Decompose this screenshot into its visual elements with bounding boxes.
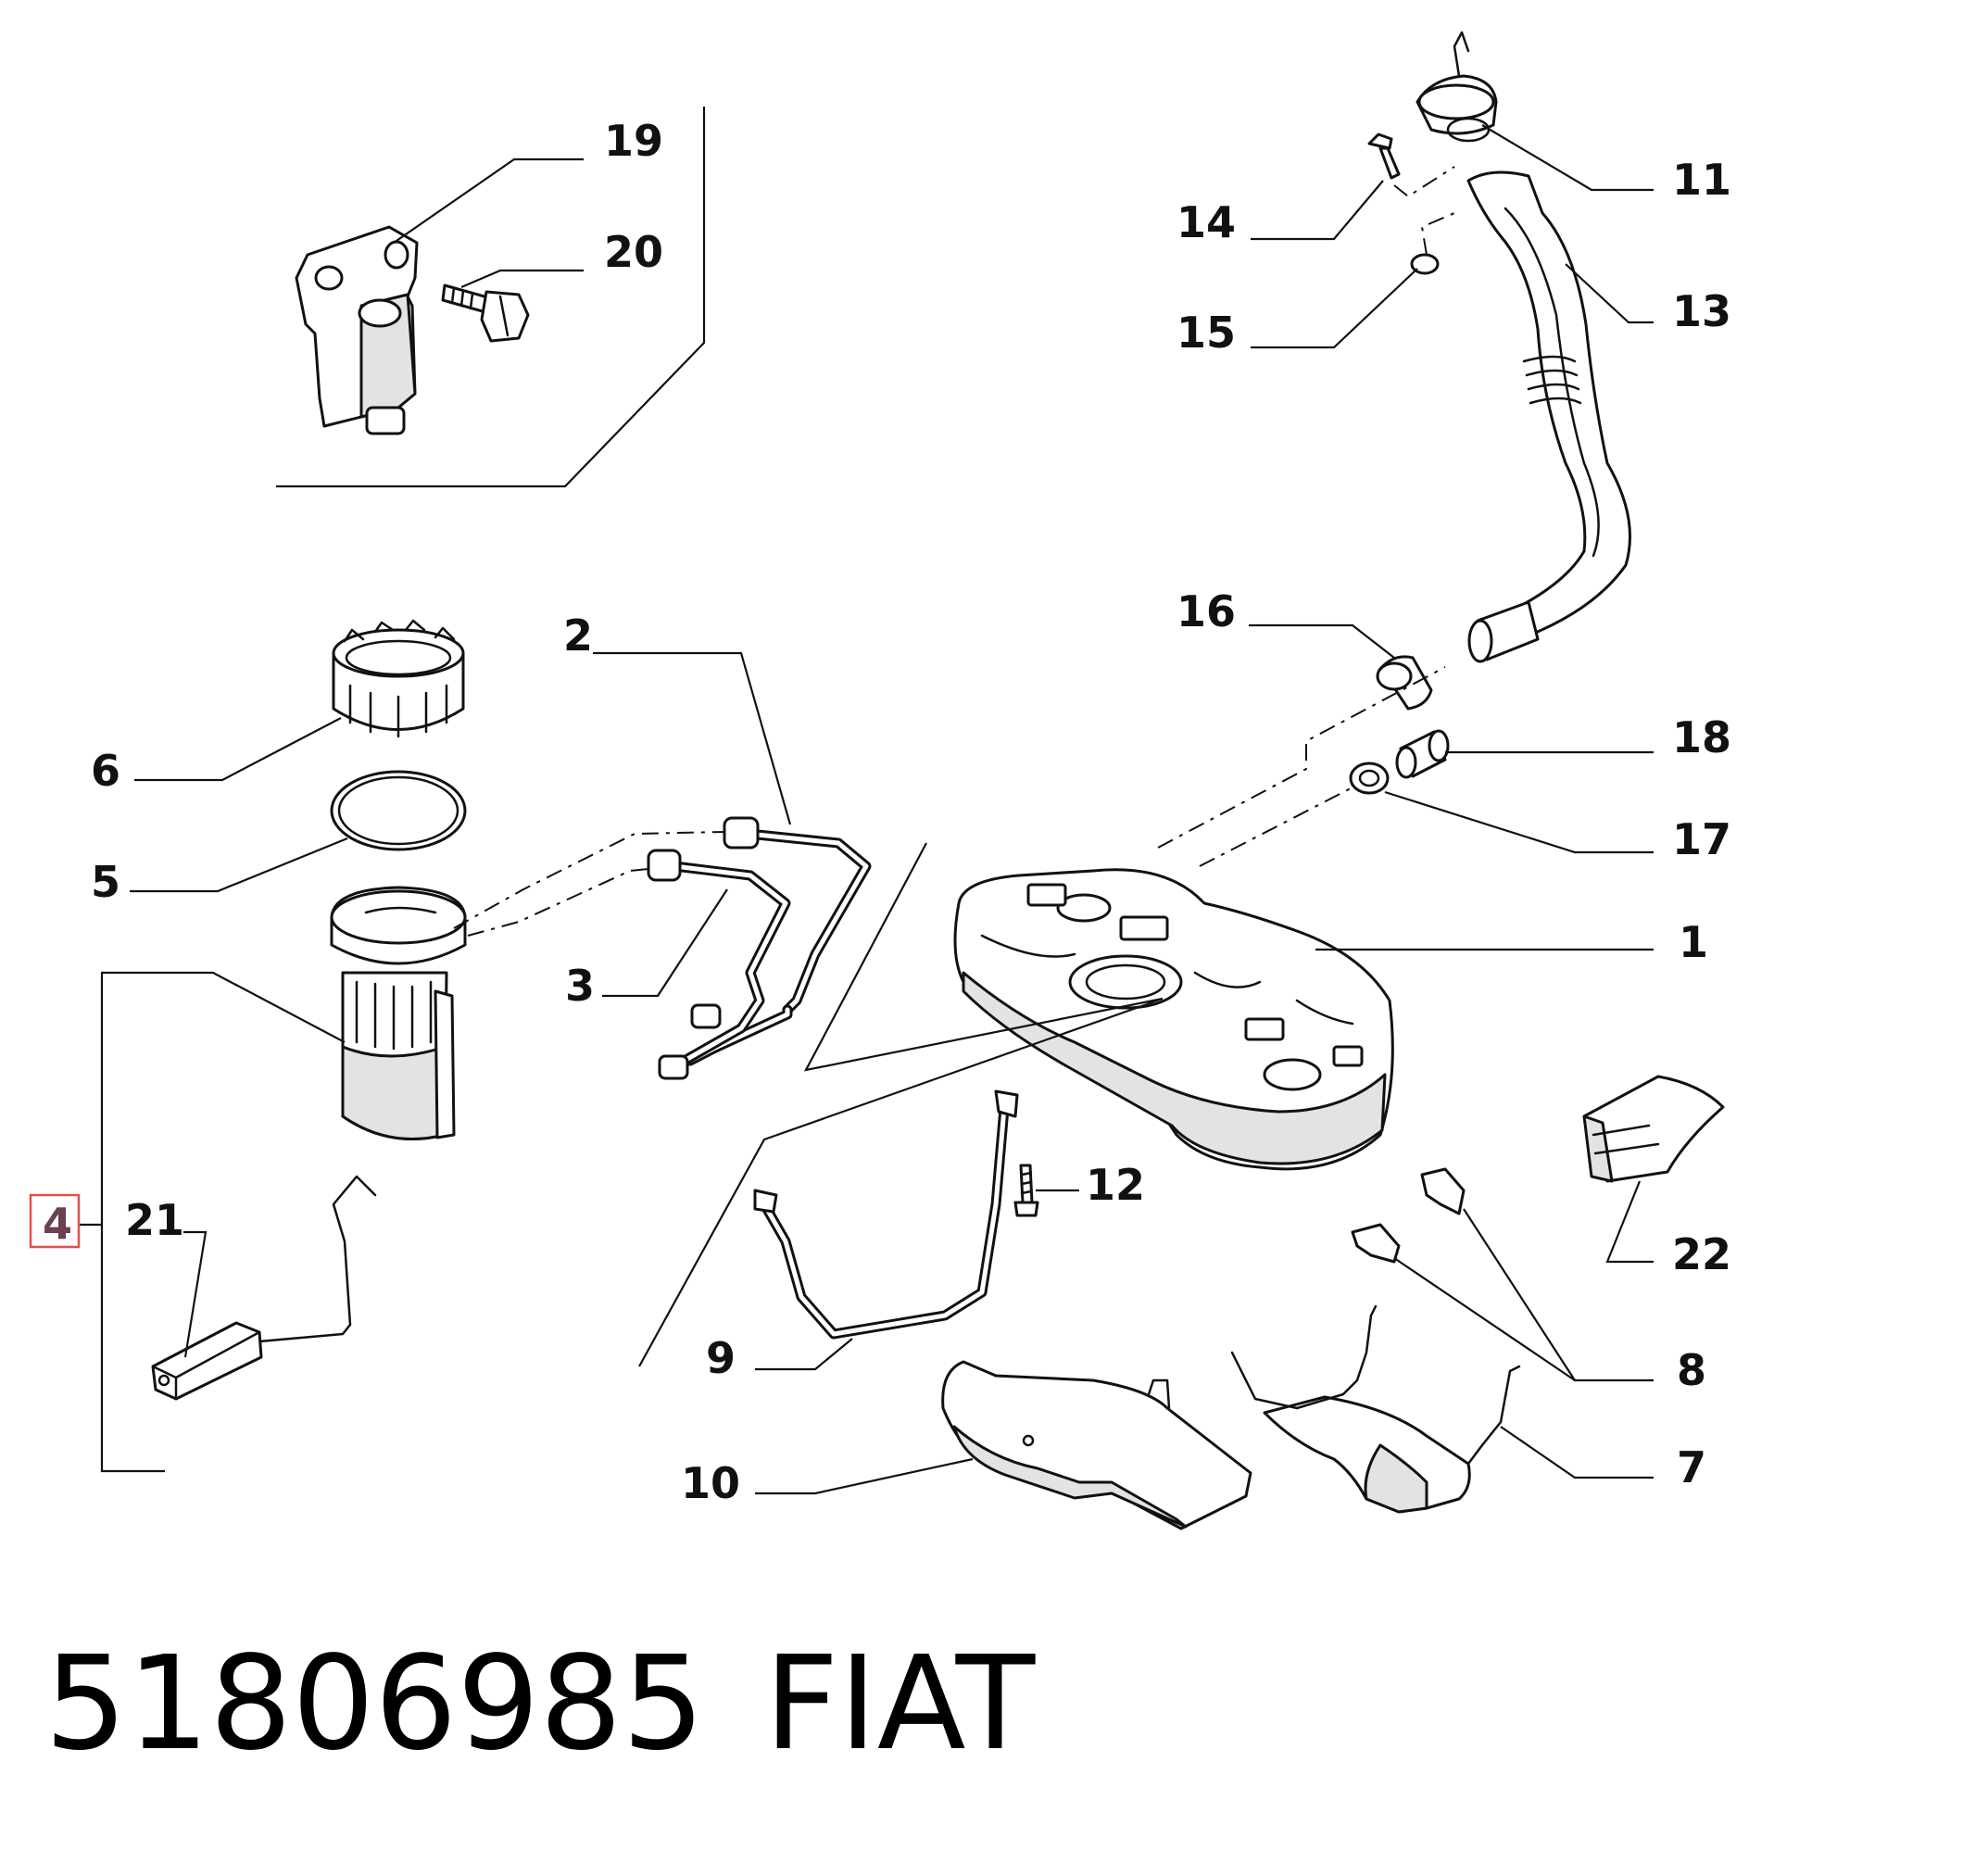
callout-7: 7 xyxy=(1677,1442,1706,1492)
leader-4b xyxy=(100,1223,165,1473)
part-12-screw xyxy=(1013,1164,1039,1217)
callout-5: 5 xyxy=(91,857,120,907)
leader-5 xyxy=(130,837,348,893)
part-9-strap xyxy=(753,1089,1019,1340)
leader-3 xyxy=(602,888,728,998)
leader-8a xyxy=(1463,1208,1654,1382)
callout-3: 3 xyxy=(565,961,595,1011)
leader-17 xyxy=(1384,790,1654,854)
part-6-ring-nut xyxy=(332,619,465,738)
dash-line-vent xyxy=(1199,787,1353,867)
inset-frame xyxy=(276,107,706,488)
callout-8: 8 xyxy=(1677,1345,1706,1395)
leader-15 xyxy=(1251,268,1418,349)
part-18-hose xyxy=(1395,729,1450,779)
leader-21 xyxy=(183,1230,208,1358)
callout-21: 21 xyxy=(125,1195,184,1245)
callout-1: 1 xyxy=(1679,917,1708,967)
leader-4 xyxy=(100,971,346,1223)
part-1-fuel-tank xyxy=(953,868,1394,1171)
callout-14: 14 xyxy=(1176,197,1236,247)
part-4-fuel-pump xyxy=(330,886,467,1140)
part-16-clamp xyxy=(1376,655,1433,711)
callout-17: 17 xyxy=(1672,814,1731,864)
callout-13: 13 xyxy=(1672,286,1731,336)
leader-14 xyxy=(1251,180,1384,241)
callout-6: 6 xyxy=(91,746,120,796)
part-19-bracket xyxy=(295,225,419,435)
leader-9 xyxy=(755,1338,853,1371)
callout-20: 20 xyxy=(604,227,663,277)
callout-12: 12 xyxy=(1086,1160,1145,1210)
pump-location-wedge xyxy=(638,842,1164,1367)
leader-16 xyxy=(1249,623,1395,659)
part-14-screw xyxy=(1367,132,1401,180)
part-21-level-sensor xyxy=(151,1175,377,1401)
leader-6 xyxy=(134,717,342,782)
leader-19 xyxy=(393,157,584,244)
part-15-nut xyxy=(1410,253,1440,275)
callout-4-highlight-box[interactable] xyxy=(29,1193,81,1249)
part-8-brackets xyxy=(1351,1167,1466,1264)
dash-line-neck xyxy=(1157,666,1446,849)
part-13-filler-neck xyxy=(1466,170,1631,663)
part-17-grommet xyxy=(1349,762,1390,795)
leader-7 xyxy=(1500,1426,1654,1479)
part-11-filler-cap xyxy=(1416,31,1498,143)
part-20-bolt xyxy=(441,283,530,343)
leader-11 xyxy=(1481,124,1654,192)
dash-line-3 xyxy=(467,868,649,937)
leader-10 xyxy=(755,1457,974,1495)
part-3-fuel-line xyxy=(647,849,791,1080)
part-10-heat-shield xyxy=(941,1360,1252,1530)
callout-15: 15 xyxy=(1176,308,1236,358)
part-2-fuel-line xyxy=(685,816,872,1066)
leader-22 xyxy=(1605,1180,1654,1264)
callout-10: 10 xyxy=(681,1458,740,1508)
brand-name: FIAT xyxy=(764,1629,1036,1780)
part-7-strap-shield xyxy=(1230,1304,1521,1514)
part-22-cover xyxy=(1582,1075,1725,1183)
dash-line-2 xyxy=(453,831,725,929)
dash-line-15 xyxy=(1420,212,1455,256)
part-5-o-ring xyxy=(330,770,467,851)
leader-2 xyxy=(593,651,792,825)
callout-9: 9 xyxy=(706,1333,736,1383)
callout-18: 18 xyxy=(1672,712,1731,762)
callout-22: 22 xyxy=(1672,1229,1731,1279)
callout-16: 16 xyxy=(1176,586,1236,636)
callout-4[interactable]: 4 xyxy=(43,1199,72,1249)
leader-8b xyxy=(1393,1257,1576,1381)
callout-11: 11 xyxy=(1672,155,1731,205)
part-number: 51806985 xyxy=(44,1629,705,1780)
callout-2: 2 xyxy=(563,611,593,661)
leader-20 xyxy=(460,269,584,289)
leader-13 xyxy=(1565,263,1654,324)
dash-line-14 xyxy=(1393,166,1455,198)
callout-19: 19 xyxy=(604,116,663,166)
